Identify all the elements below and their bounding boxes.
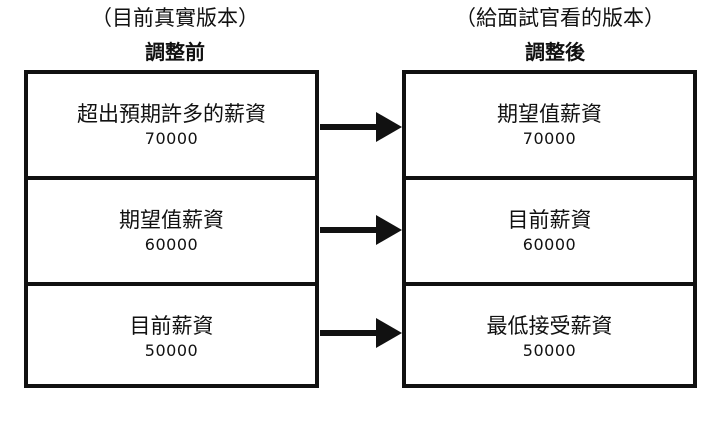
left-cell-1: 超出預期許多的薪資 70000	[28, 74, 315, 180]
right-cell-3-value: 50000	[522, 341, 577, 360]
left-heading: 調整前	[145, 40, 205, 64]
right-box: 期望值薪資 70000 目前薪資 60000 最低接受薪資 50000	[402, 70, 697, 388]
left-cell-3: 目前薪資 50000	[28, 286, 315, 388]
right-cell-3-label: 最低接受薪資	[486, 314, 613, 338]
left-cell-2-value: 60000	[144, 235, 199, 254]
arrow-3	[320, 318, 402, 348]
right-caption: （給面試官看的版本）	[455, 6, 665, 30]
left-cell-1-value: 70000	[144, 129, 199, 148]
right-heading: 調整後	[525, 40, 585, 64]
right-cell-1: 期望值薪資 70000	[406, 74, 693, 180]
right-cell-2: 目前薪資 60000	[406, 180, 693, 286]
right-cell-1-label: 期望值薪資	[497, 102, 602, 126]
right-cell-2-value: 60000	[522, 235, 577, 254]
arrow-2-shaft	[320, 227, 378, 233]
right-cell-2-label: 目前薪資	[507, 208, 592, 232]
right-cell-1-value: 70000	[522, 129, 577, 148]
left-caption: （目前真實版本）	[91, 6, 259, 30]
right-cell-3: 最低接受薪資 50000	[406, 286, 693, 388]
arrow-2-head	[376, 215, 402, 245]
arrow-3-head	[376, 318, 402, 348]
left-cell-2-label: 期望值薪資	[119, 208, 224, 232]
arrow-1-head	[376, 112, 402, 142]
arrow-1-shaft	[320, 124, 378, 130]
left-cell-3-label: 目前薪資	[129, 314, 214, 338]
left-box: 超出預期許多的薪資 70000 期望值薪資 60000 目前薪資 50000	[24, 70, 319, 388]
arrow-3-shaft	[320, 330, 378, 336]
left-cell-3-value: 50000	[144, 341, 199, 360]
left-cell-1-label: 超出預期許多的薪資	[77, 102, 266, 126]
left-cell-2: 期望值薪資 60000	[28, 180, 315, 286]
arrow-1	[320, 112, 402, 142]
arrow-2	[320, 215, 402, 245]
